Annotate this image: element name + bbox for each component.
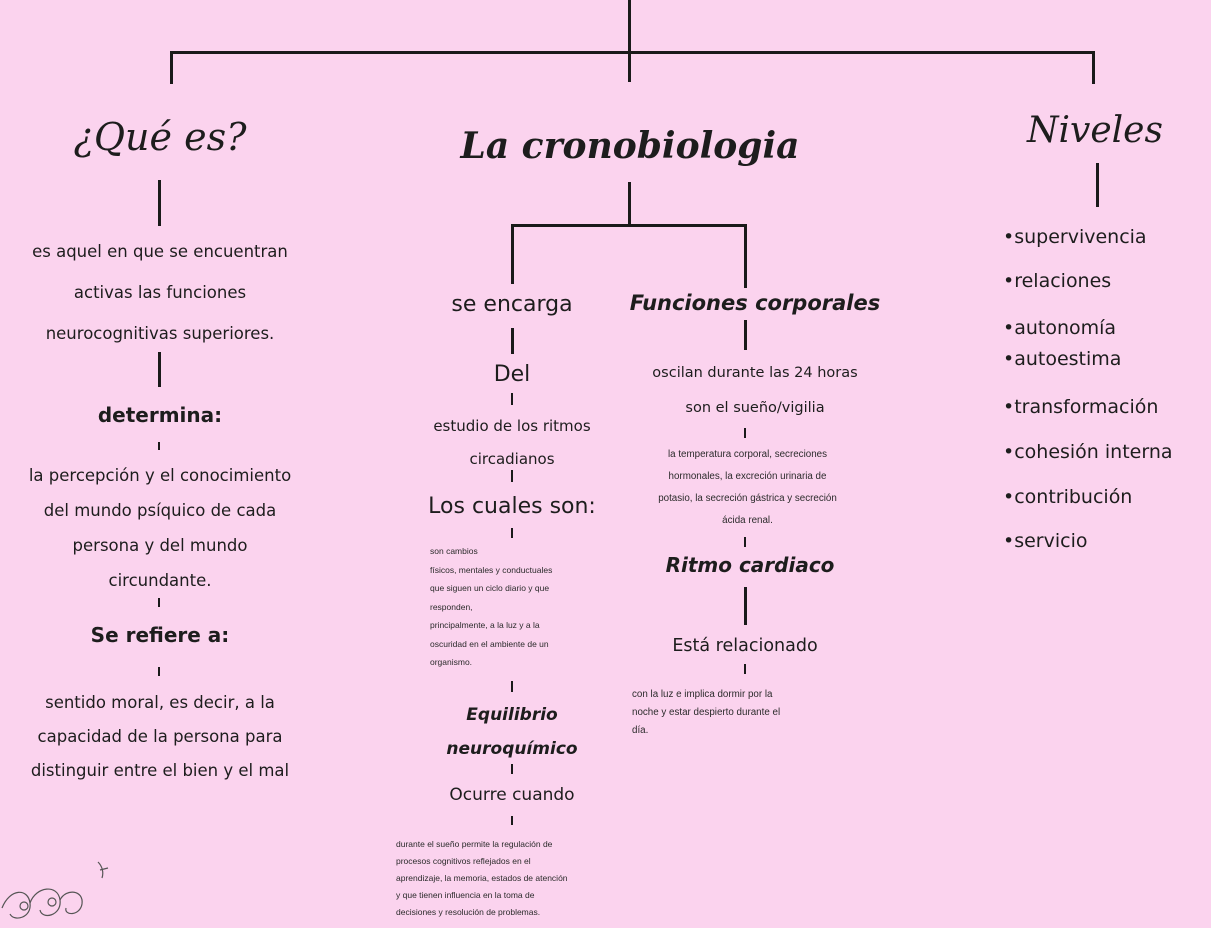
connector-left-3: [158, 442, 160, 450]
temperatura-line: hormonales, la excreción urinaria de: [668, 471, 827, 482]
niveles-item: •contribución: [1003, 486, 1133, 508]
niveles-item: •supervivencia: [1003, 226, 1147, 248]
main-title: La cronobiologia: [460, 125, 800, 167]
connector-right-drop: [1092, 51, 1095, 84]
refiere-line: sentido moral, es decir, a la: [45, 693, 275, 712]
connector-center-left-drop: [511, 224, 514, 284]
connector-ml-2: [511, 393, 513, 405]
cuales-line: son cambios: [430, 546, 478, 556]
connector-left-4: [158, 598, 160, 607]
connector-left-5: [158, 667, 160, 676]
cuales-line: principalmente, a la luz y a la: [430, 620, 540, 630]
relacionado-line: noche y estar despierto durante el: [632, 707, 781, 718]
niveles-item: •relaciones: [1003, 270, 1112, 292]
determina-line: del mundo psíquico de cada: [43, 501, 277, 520]
equilibrio-label: Equilibrio neuroquímico: [412, 698, 612, 766]
connector-mr-4: [744, 587, 747, 625]
cuales-text: son cambios físicos, mentales y conductu…: [430, 542, 610, 672]
connector-mr-5: [744, 664, 746, 674]
connector-top-vertical: [628, 0, 631, 82]
definition-line: neurocognitivas superiores.: [45, 324, 275, 343]
connector-ml-3: [511, 470, 513, 482]
equilibrio-line: neuroquímico: [446, 739, 578, 759]
ritmo-cardiaco-label: Ritmo cardiaco: [665, 553, 835, 577]
ocurre-line: aprendizaje, la memoria, estados de aten…: [396, 873, 568, 883]
ocurre-line: procesos cognitivos reflejados en el: [396, 856, 531, 866]
connector-mr-1: [744, 320, 747, 350]
ocurre-line: y que tienen influencia en la toma de: [396, 890, 535, 900]
connector-mr-3: [744, 537, 746, 547]
equilibrio-line: Equilibrio: [466, 705, 558, 725]
temperatura-text: la temperatura corporal, secreciones hor…: [615, 444, 880, 532]
ocurre-label: Ocurre cuando: [449, 785, 575, 805]
relacionado-text: con la luz e implica dormir por la noche…: [632, 686, 852, 740]
relacionado-label: Está relacionado: [672, 636, 818, 656]
niveles-item: •autonomía: [1003, 317, 1117, 339]
relacionado-line: con la luz e implica dormir por la: [632, 689, 773, 700]
heading-que-es: ¿Qué es?: [73, 115, 247, 159]
relacionado-line: día.: [632, 725, 649, 736]
oscilan-text: oscilan durante las 24 horas son el sueñ…: [620, 356, 890, 426]
connector-left-1: [158, 180, 161, 226]
cuales-line: físicos, mentales y conductuales: [430, 564, 553, 575]
definition-text: es aquel en que se encuentran activas la…: [0, 231, 320, 354]
connector-ml-4: [511, 528, 513, 538]
connector-ml-7: [511, 816, 513, 825]
cuales-line: organismo.: [430, 657, 473, 667]
niveles-item: •transformación: [1003, 396, 1159, 418]
ocurre-line: decisiones y resolución de problemas.: [396, 907, 541, 917]
cuales-line: oscuridad en el ambiente de un: [430, 638, 549, 649]
ocurre-line: durante el sueño permite la regulación d…: [396, 839, 553, 849]
determina-text: la percepción y el conocimiento del mund…: [0, 458, 320, 598]
determina-line: la percepción y el conocimiento: [28, 466, 292, 485]
determina-line: persona y del mundo: [72, 536, 248, 555]
temperatura-line: la temperatura corporal, secreciones: [667, 449, 827, 460]
connector-center-right-drop: [744, 224, 747, 288]
connector-left-2: [158, 352, 161, 387]
determina-line: circundante.: [108, 571, 212, 590]
determina-label: determina:: [97, 403, 223, 427]
heading-niveles: Niveles: [1027, 110, 1163, 151]
niveles-item: •servicio: [1003, 530, 1088, 552]
estudio-line: circadianos: [469, 450, 555, 468]
definition-line: es aquel en que se encuentran: [32, 242, 288, 261]
connector-top-horizontal: [170, 51, 1095, 54]
se-encarga-label: se encarga: [451, 292, 573, 317]
los-cuales-label: Los cuales son:: [428, 494, 596, 519]
connector-mr-2: [744, 428, 746, 438]
definition-line: activas las funciones: [73, 283, 247, 302]
connector-ml-5: [511, 681, 513, 692]
niveles-item: •cohesión interna: [1003, 441, 1173, 463]
refiere-line: capacidad de la persona para: [37, 727, 283, 746]
connector-right-1: [1096, 163, 1099, 207]
refiere-line: distinguir entre el bien y el mal: [30, 761, 290, 780]
oscilan-line: son el sueño/vigilia: [685, 400, 825, 416]
cuales-line: responden,: [430, 601, 473, 612]
connector-center-horizontal: [511, 224, 747, 227]
niveles-item: •autoestima: [1003, 348, 1122, 370]
funciones-corporales-label: Funciones corporales: [629, 291, 881, 315]
connector-ml-1: [511, 328, 514, 354]
cuales-line: que siguen un ciclo diario y que: [430, 583, 550, 593]
refiere-label: Se refiere a:: [90, 623, 230, 647]
flower-doodle-icon: [1, 861, 109, 919]
ocurre-text: durante el sueño permite la regulación d…: [396, 836, 646, 921]
connector-ml-6: [511, 764, 513, 774]
oscilan-line: oscilan durante las 24 horas: [652, 365, 858, 381]
temperatura-line: potasio, la secreción gástrica y secreci…: [658, 493, 837, 504]
connector-left-drop: [170, 51, 173, 84]
connector-center-down: [628, 182, 631, 226]
refiere-text: sentido moral, es decir, a la capacidad …: [0, 686, 320, 788]
estudio-line: estudio de los ritmos: [433, 417, 591, 435]
temperatura-line: ácida renal.: [722, 515, 773, 526]
estudio-text: estudio de los ritmos circadianos: [392, 410, 632, 476]
del-label: Del: [493, 362, 531, 387]
